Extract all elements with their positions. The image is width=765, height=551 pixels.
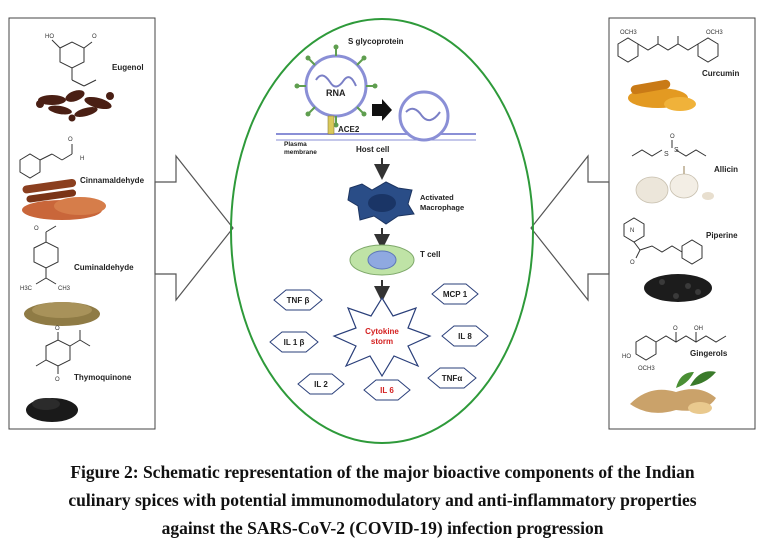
svg-text:MCP 1: MCP 1 [443, 290, 468, 299]
svg-text:O: O [630, 260, 635, 266]
cinnamaldehyde-label: Cinnamaldehyde [80, 176, 145, 185]
svg-text:O: O [55, 326, 60, 332]
cytokine-il-1-beta: IL 1 β [269, 331, 319, 353]
cytokine-storm-burst [332, 296, 432, 378]
macrophage-label-2: Macrophage [420, 203, 464, 212]
host-cell-label: Host cell [356, 145, 389, 154]
svg-text:HO: HO [45, 34, 54, 40]
ace2-label: ACE2 [338, 125, 360, 134]
right-flow-arrow [530, 154, 610, 302]
cytokine-tnf-alpha: TNFα [427, 367, 477, 389]
svg-text:IL 1 β: IL 1 β [284, 338, 305, 347]
allicin-structure: S S O [631, 134, 707, 158]
right-compound-panel [608, 17, 756, 430]
cuminaldehyde-structure: O H3C CH3 [20, 225, 71, 292]
cinnamaldehyde-structure: O H [19, 137, 84, 179]
figure-caption-line-3: against the SARS-CoV-2 (COVID-19) infect… [161, 518, 604, 538]
svg-text:IL 2: IL 2 [314, 380, 328, 389]
cytokine-il-6: IL 6 [363, 379, 411, 401]
cuminaldehyde-label: Cuminaldehyde [74, 263, 134, 272]
svg-text:OH: OH [694, 326, 703, 332]
cytokine-il-2: IL 2 [297, 373, 345, 395]
left-flow-arrow [154, 154, 234, 302]
cytokine-tnf-beta: TNF β [273, 289, 323, 311]
entry-arrow [372, 99, 392, 121]
svg-text:O: O [68, 137, 73, 143]
piperine-label: Piperine [706, 231, 738, 240]
svg-text:OCH3: OCH3 [620, 30, 637, 36]
eugenol-label: Eugenol [112, 63, 144, 72]
svg-text:OCH3: OCH3 [706, 30, 723, 36]
cytokine-il-8: IL 8 [441, 325, 489, 347]
svg-text:OCH3: OCH3 [638, 366, 655, 372]
thymoquinone-structure: O O [35, 326, 91, 383]
allicin-label: Allicin [714, 165, 738, 174]
curcumin-structure: OCH3 OCH3 [617, 30, 723, 63]
piperine-structure: N O [623, 217, 703, 266]
black-pepper-image [644, 274, 712, 302]
sars-cov-2-virion [294, 44, 378, 128]
svg-text:O: O [55, 377, 60, 383]
left-compound-panel [8, 17, 156, 430]
plasma-membrane-label-2: membrane [284, 149, 317, 156]
svg-text:O: O [673, 326, 678, 332]
cytokine-mcp-1: MCP 1 [431, 283, 479, 305]
t-cell-label: T cell [420, 250, 440, 259]
macrophage-label-1: Activated [420, 193, 454, 202]
svg-text:N: N [630, 228, 634, 234]
garlic-image [635, 166, 714, 204]
gingerols-structure: HO OCH3 O OH [622, 326, 727, 372]
gingerols-label: Gingerols [690, 349, 728, 358]
cytokine-storm-label-1: Cytokine [365, 327, 399, 336]
turmeric-image [628, 79, 696, 111]
svg-text:IL 8: IL 8 [458, 332, 472, 341]
ginger-image [630, 371, 716, 414]
infection-progression-ellipse [230, 18, 534, 444]
svg-text:IL 6: IL 6 [380, 386, 394, 395]
cytokine-storm-label-2: storm [371, 337, 393, 346]
svg-text:S: S [664, 151, 669, 158]
svg-text:S: S [674, 147, 679, 154]
thymoquinone-label: Thymoquinone [74, 373, 132, 382]
svg-text:H: H [80, 156, 84, 162]
rna-label: RNA [326, 88, 346, 98]
svg-text:TNFα: TNFα [442, 374, 463, 383]
t-cell [349, 244, 415, 276]
clove-image [36, 90, 114, 122]
eugenol-structure: HO O [45, 34, 97, 87]
svg-text:HO: HO [622, 354, 631, 360]
cumin-image [24, 302, 100, 326]
cinnamon-image [22, 179, 106, 220]
svg-text:O: O [92, 34, 97, 40]
curcumin-label: Curcumin [702, 69, 739, 78]
svg-text:O: O [34, 226, 39, 232]
figure-caption-line-2: culinary spices with potential immunomod… [68, 490, 697, 510]
svg-text:CH3: CH3 [58, 286, 71, 292]
figure-caption-line-1: Figure 2: Schematic representation of th… [70, 462, 695, 482]
svg-text:O: O [670, 134, 675, 140]
macrophage-nucleus [368, 194, 396, 212]
s-glycoprotein-label: S glycoprotein [348, 37, 404, 46]
svg-text:H3C: H3C [20, 286, 33, 292]
plasma-membrane-label-1: Plasma [284, 141, 307, 148]
svg-text:TNF β: TNF β [287, 296, 310, 305]
black-seed-image [26, 398, 78, 422]
host-cell [276, 90, 476, 142]
